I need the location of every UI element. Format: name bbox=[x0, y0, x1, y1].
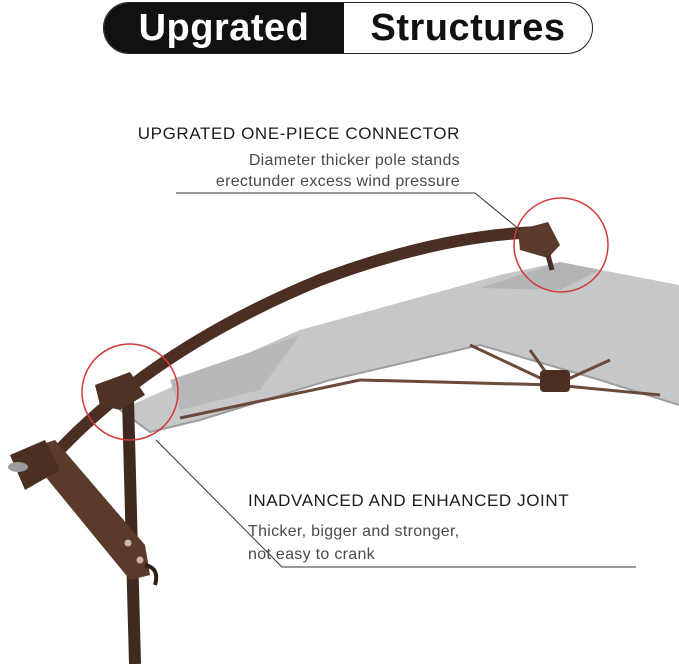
rib-hub bbox=[540, 370, 570, 392]
top-connector bbox=[518, 222, 560, 258]
canopy-edge bbox=[119, 343, 679, 434]
leader-line-joint bbox=[155, 439, 636, 568]
title-left: Upgrated bbox=[104, 3, 344, 53]
callout-heading: UPGRATED ONE-PIECE CONNECTOR bbox=[137, 124, 460, 143]
canopy-top-fold bbox=[480, 262, 600, 290]
title-right: Structures bbox=[370, 6, 566, 49]
crank-housing bbox=[10, 440, 60, 490]
canopy bbox=[120, 262, 679, 432]
callout-line: Thicker, bigger and stronger, bbox=[248, 523, 460, 540]
callout-connector: UPGRATED ONE-PIECE CONNECTOR Diameter th… bbox=[138, 124, 460, 192]
callout-line: not easy to crank bbox=[248, 546, 375, 563]
callout-joint: INADVANCED AND ENHANCED JOINT Thicker, b… bbox=[248, 491, 569, 566]
title-banner: Upgrated Structures bbox=[103, 2, 593, 54]
brace-bolt bbox=[124, 539, 132, 547]
support-brace bbox=[40, 440, 150, 580]
crank-handle bbox=[8, 462, 28, 472]
highlight-circle-joint bbox=[81, 343, 179, 441]
callout-line: Diameter thicker pole stands bbox=[248, 152, 460, 169]
joint-box bbox=[95, 372, 145, 410]
callout-heading: INADVANCED AND ENHANCED JOINT bbox=[248, 491, 570, 510]
highlight-circle-connector bbox=[513, 197, 609, 293]
callout-line: erectunder excess wind pressure bbox=[215, 173, 460, 190]
canopy-shadow bbox=[170, 335, 300, 410]
leader-line-connector bbox=[176, 192, 521, 231]
